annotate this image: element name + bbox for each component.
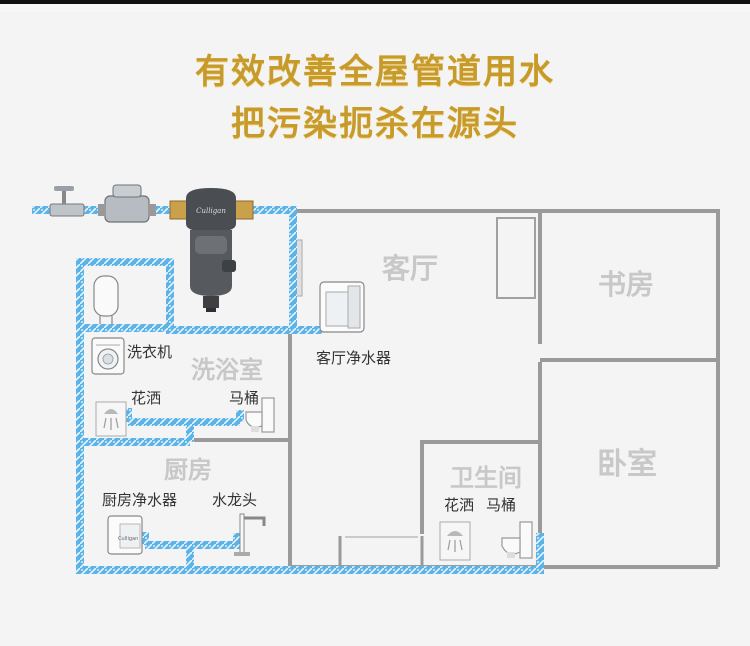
label-living-purifier: 客厅净水器 — [316, 349, 391, 367]
label-wc-shower: 花洒 — [444, 496, 474, 514]
washing-machine-icon — [91, 337, 125, 375]
inlet-valve-icon — [49, 186, 85, 217]
living-cabinet — [496, 217, 536, 299]
label-wc-toilet: 马桶 — [486, 496, 516, 514]
wc-toilet-icon — [501, 521, 533, 559]
label-washing-machine: 洗衣机 — [127, 343, 172, 361]
water-pipes — [32, 206, 544, 574]
device-brand-text: Culligan — [196, 207, 226, 215]
room-label-kitchen: 厨房 — [164, 456, 212, 484]
living-purifier-icon — [319, 281, 365, 333]
room-label-toilet-room: 卫生间 — [450, 464, 522, 492]
wc-shower-icon — [439, 521, 471, 561]
label-bath-shower: 花洒 — [131, 389, 161, 407]
headline-line-2: 把污染扼杀在源头 — [231, 104, 519, 144]
headline-line-1: 有效改善全屋管道用水 — [195, 52, 555, 92]
label-kitchen-purifier: 厨房净水器 — [102, 491, 177, 509]
bath-toilet-icon — [245, 397, 275, 433]
water-heater-icon — [93, 275, 119, 324]
room-label-study: 书房 — [598, 268, 654, 301]
prefilter-device-icon: Culligan — [169, 188, 254, 312]
faucet-icon — [234, 513, 266, 556]
water-meter-icon — [98, 184, 156, 223]
bath-shower-icon — [95, 401, 127, 437]
top-strip — [0, 0, 750, 12]
room-label-living: 客厅 — [382, 252, 438, 285]
svg-text:Culligan: Culligan — [118, 536, 138, 542]
label-bath-toilet: 马桶 — [229, 389, 259, 407]
room-label-bedroom: 卧室 — [597, 447, 657, 482]
room-label-bathroom: 洗浴室 — [191, 356, 263, 384]
kitchen-purifier-icon: Culligan — [107, 515, 143, 555]
label-faucet: 水龙头 — [212, 491, 257, 509]
